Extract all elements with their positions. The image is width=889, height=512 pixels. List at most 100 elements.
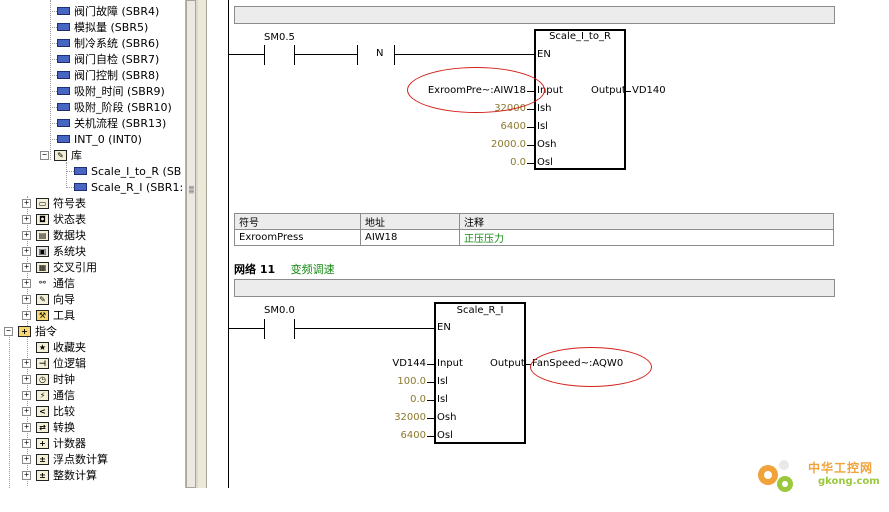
tree-item-scale-r-i[interactable]: Scale_R_I (SBR1: <box>66 179 183 195</box>
tree-item-compare[interactable]: +<比较 <box>22 403 75 419</box>
interrupt-icon <box>57 135 70 143</box>
tree-item-counter[interactable]: ++计数器 <box>22 435 86 451</box>
table-row[interactable]: ExroomPress AIW18 正压压力 <box>234 229 834 246</box>
expand-toggle[interactable]: + <box>22 262 31 272</box>
pane-splitter[interactable] <box>198 0 207 488</box>
wizard-icon: ✎ <box>36 293 49 305</box>
project-tree: 阀门故障 (SBR4) 模拟量 (SBR5) 制冷系统 (SBR6) 阀门自检 … <box>0 0 185 488</box>
expand-toggle[interactable]: + <box>22 438 31 448</box>
expand-toggle[interactable]: + <box>22 374 31 384</box>
header-address: 地址 <box>360 213 460 230</box>
n-coil-left-bar[interactable] <box>357 45 358 65</box>
network-header[interactable]: 网络 11 变频调速 <box>234 261 335 277</box>
network-comment-bar[interactable] <box>234 279 835 297</box>
tree-item-data-block[interactable]: +▤数据块 <box>22 227 86 243</box>
arg-isl[interactable]: 6400 <box>500 121 526 132</box>
expand-toggle[interactable]: + <box>22 310 31 320</box>
tree-item-clock[interactable]: +◷时钟 <box>22 371 75 387</box>
tree-item-bit-logic[interactable]: +⊣位逻辑 <box>22 355 86 371</box>
tree-item-status-table[interactable]: +◘状态表 <box>22 211 86 227</box>
tree-item-sbr13[interactable]: 关机流程 (SBR13) <box>50 115 166 131</box>
tree-item-sbr7[interactable]: 阀门自检 (SBR7) <box>50 51 159 67</box>
tree-item-convert[interactable]: +⇄转换 <box>22 419 75 435</box>
expand-toggle[interactable]: + <box>22 294 31 304</box>
tree-item-sbr9[interactable]: 吸附_时间 (SBR9) <box>50 83 165 99</box>
subroutine-icon <box>57 7 70 15</box>
tree-item-sbr8[interactable]: 阀门控制 (SBR8) <box>50 67 159 83</box>
tree-item-tools[interactable]: +⚒工具 <box>22 307 75 323</box>
arg-input[interactable]: VD144 <box>392 358 426 369</box>
expand-toggle[interactable]: + <box>22 454 31 464</box>
pin-isl: Isl <box>537 121 548 132</box>
contact-left-bar[interactable] <box>264 45 265 65</box>
tree-item-sbr5[interactable]: 模拟量 (SBR5) <box>50 19 148 35</box>
expand-toggle[interactable]: + <box>22 358 31 368</box>
compare-icon: < <box>36 405 49 417</box>
highlight-ellipse <box>530 347 652 387</box>
tools-icon: ⚒ <box>36 309 49 321</box>
expand-toggle[interactable]: + <box>22 470 31 480</box>
n-coil-right-bar[interactable] <box>394 45 395 65</box>
contact-right-bar[interactable] <box>294 319 295 339</box>
tree-item-int-math[interactable]: +±整数计算 <box>22 467 97 483</box>
tree-item-sbr10[interactable]: 吸附_阶段 (SBR10) <box>50 99 172 115</box>
subroutine-icon <box>74 167 87 175</box>
expand-toggle[interactable]: + <box>22 214 31 224</box>
expand-toggle[interactable]: + <box>22 198 31 208</box>
subroutine-icon <box>57 119 70 127</box>
tree-guide <box>27 196 28 486</box>
arg-ish[interactable]: 100.0 <box>397 376 426 387</box>
network-comment-bar[interactable] <box>234 6 835 24</box>
scale-r-i-block[interactable] <box>434 302 526 444</box>
tree-item-library[interactable]: −✎库 <box>40 147 82 163</box>
collapse-toggle[interactable]: − <box>40 150 49 160</box>
collapse-toggle[interactable]: − <box>4 326 13 336</box>
wire <box>295 54 357 55</box>
pin-osh: Osh <box>537 139 557 150</box>
arg-isl[interactable]: 0.0 <box>410 394 426 405</box>
communication-icon: ⚡ <box>36 389 49 401</box>
network-comment: 变频调速 <box>290 263 335 276</box>
arg-osh[interactable]: 32000 <box>394 412 426 423</box>
tree-item-symbol-table[interactable]: +▭符号表 <box>22 195 86 211</box>
stub <box>526 364 531 365</box>
tree-item-sbr6[interactable]: 制冷系统 (SBR6) <box>50 35 159 51</box>
instructions-folder-icon: + <box>18 325 31 337</box>
network-icon: ⚯ <box>39 277 46 287</box>
bit-logic-icon: ⊣ <box>36 357 49 369</box>
data-block-icon: ▤ <box>36 229 49 241</box>
contact-right-bar[interactable] <box>294 45 295 65</box>
tree-item-comm-instr[interactable]: +⚡通信 <box>22 387 75 403</box>
tree-item-scale-i-to-r[interactable]: Scale_I_to_R (SB <box>66 163 181 179</box>
pin-osl: Osl <box>437 430 453 441</box>
expand-toggle[interactable]: + <box>22 406 31 416</box>
tree-item-float-math[interactable]: +±浮点数计算 <box>22 451 108 467</box>
cell-address: AIW18 <box>360 229 460 246</box>
expand-toggle[interactable]: + <box>22 390 31 400</box>
arg-osl[interactable]: 0.0 <box>510 157 526 168</box>
expand-toggle[interactable]: + <box>22 278 31 288</box>
tree-item-communication[interactable]: +⚯通信 <box>22 275 75 291</box>
contact-left-bar[interactable] <box>264 319 265 339</box>
arg-osh[interactable]: 2000.0 <box>491 139 526 150</box>
tree-item-favorites[interactable]: ★收藏夹 <box>22 339 86 355</box>
arg-output[interactable]: VD140 <box>632 85 666 96</box>
tree-item-sbr4[interactable]: 阀门故障 (SBR4) <box>50 3 159 19</box>
tree-item-cross-reference[interactable]: +▦交叉引用 <box>22 259 97 275</box>
tree-scrollbar-thumb[interactable] <box>186 0 196 488</box>
wire <box>229 328 264 329</box>
expand-toggle[interactable]: + <box>22 422 31 432</box>
block-title: Scale_I_to_R <box>549 31 611 42</box>
network-number: 网络 11 <box>234 263 276 276</box>
tree-item-wizard[interactable]: +✎向导 <box>22 291 75 307</box>
tree-item-instructions[interactable]: −+指令 <box>4 323 57 339</box>
arg-osl[interactable]: 6400 <box>400 430 426 441</box>
tree-item-int0[interactable]: INT_0 (INT0) <box>50 131 142 147</box>
expand-toggle[interactable]: + <box>22 230 31 240</box>
gear-icon <box>758 460 793 492</box>
tree-item-system-block[interactable]: +▣系统块 <box>22 243 86 259</box>
library-icon: ✎ <box>54 149 67 161</box>
stub <box>626 91 631 92</box>
power-rail <box>228 0 229 488</box>
expand-toggle[interactable]: + <box>22 246 31 256</box>
